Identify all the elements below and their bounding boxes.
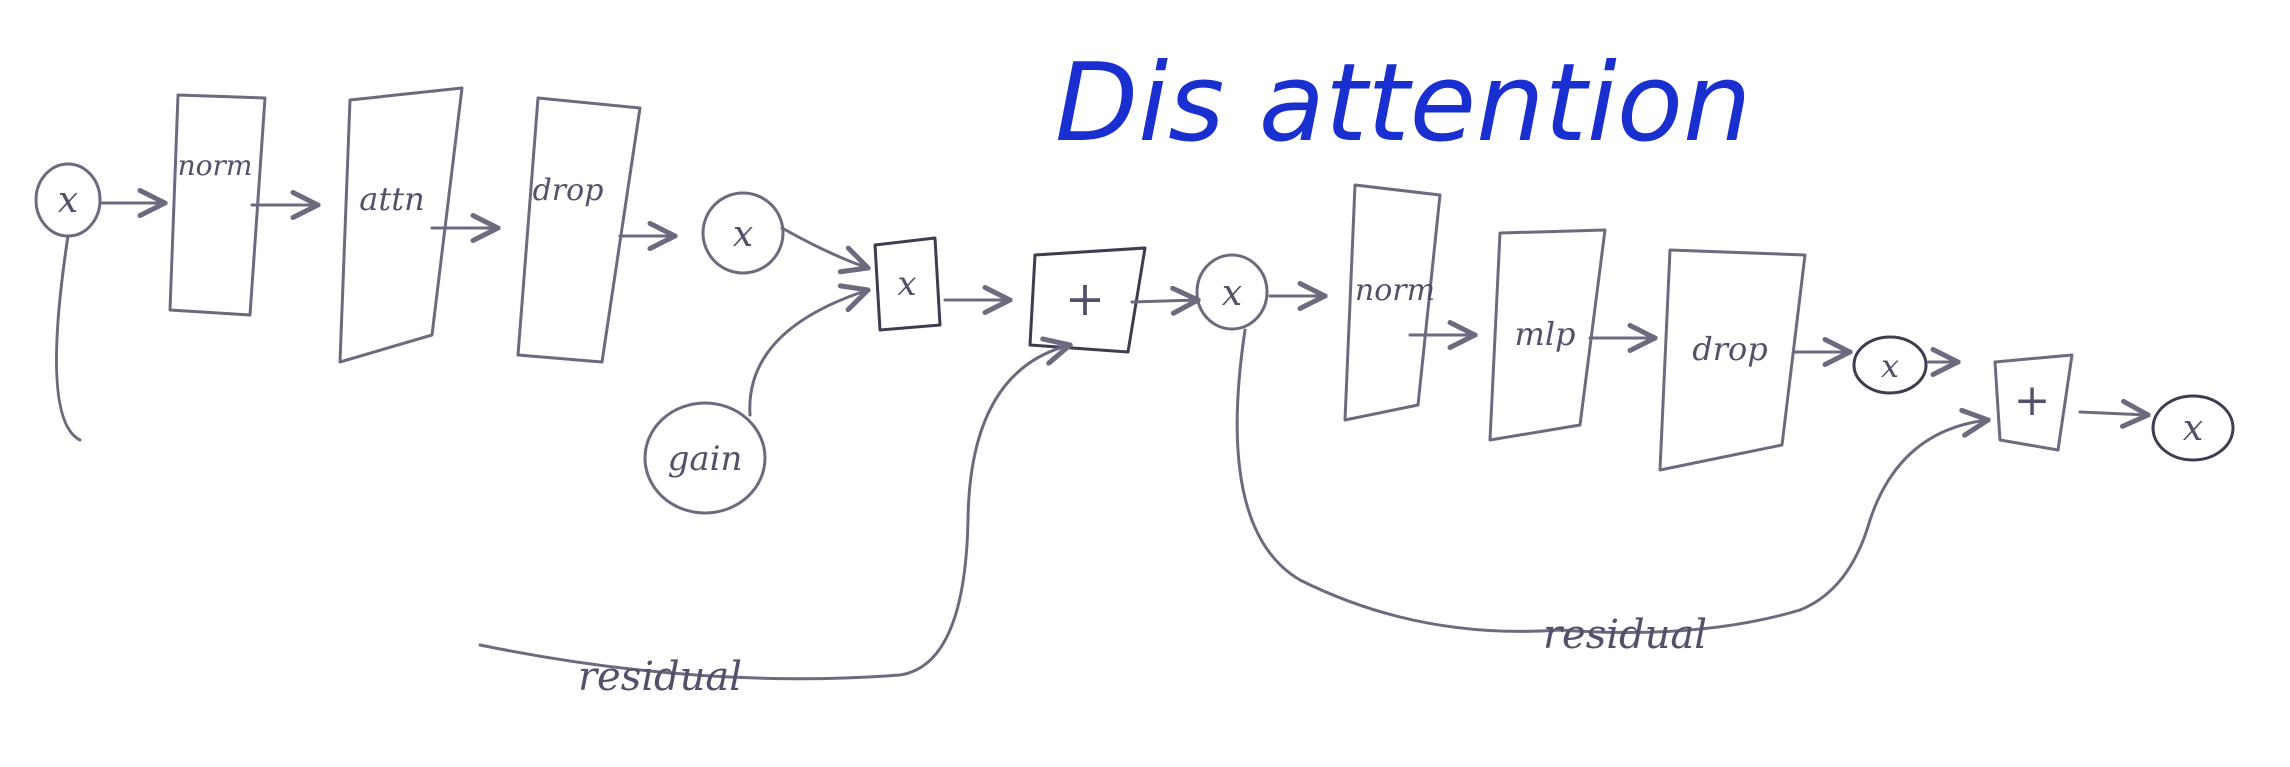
arrow-x-to-mul: [780, 226, 868, 268]
residual-label-1: residual: [578, 654, 742, 700]
gain-node: gain: [643, 401, 767, 515]
mlp-output-x-label: x: [1881, 347, 1899, 385]
attn-output-x-label: x: [733, 214, 753, 255]
add-label-2: +: [2014, 375, 2051, 426]
middle-x-node: x: [1195, 253, 1269, 331]
add-box-1: +: [1028, 246, 1147, 354]
norm-block-2: norm: [1343, 183, 1442, 422]
input-x-node: x: [34, 162, 102, 238]
add-box-2: +: [1993, 353, 2074, 452]
arrow-add2-to-output: [2078, 412, 2148, 415]
arrow-gain-to-mul: [748, 290, 868, 417]
output-x-node: x: [2151, 394, 2235, 462]
mlp-block: mlp: [1488, 228, 1607, 442]
input-x-label: x: [58, 180, 78, 221]
diagram-title: Dis attention: [1055, 41, 1751, 166]
residual-connection-1: [54, 234, 1070, 681]
attn-output-x-node: x: [701, 191, 785, 275]
output-x-label: x: [2183, 408, 2203, 449]
attn-label: attn: [359, 180, 424, 218]
residual-connection-2: [1235, 328, 1988, 634]
multiply-box: x: [873, 236, 942, 332]
norm-block-1: norm: [168, 93, 267, 317]
arrow-add-to-x: [1130, 300, 1198, 302]
middle-x-label: x: [1222, 273, 1242, 314]
drop-label-1: drop: [533, 173, 604, 208]
norm-label-1: norm: [178, 149, 253, 182]
mlp-label: mlp: [1514, 315, 1575, 353]
drop-label-2: drop: [1692, 330, 1768, 368]
residual-label-2: residual: [1543, 612, 1707, 658]
multiply-label: x: [897, 264, 916, 304]
norm-label-2: norm: [1355, 273, 1435, 308]
drop-block-1: drop: [516, 96, 642, 364]
mlp-output-x-node: x: [1852, 335, 1928, 395]
attn-block: attn: [338, 86, 464, 364]
add-label-1: +: [1065, 271, 1105, 327]
gain-label: gain: [668, 439, 743, 479]
drop-block-2: drop: [1658, 248, 1807, 472]
